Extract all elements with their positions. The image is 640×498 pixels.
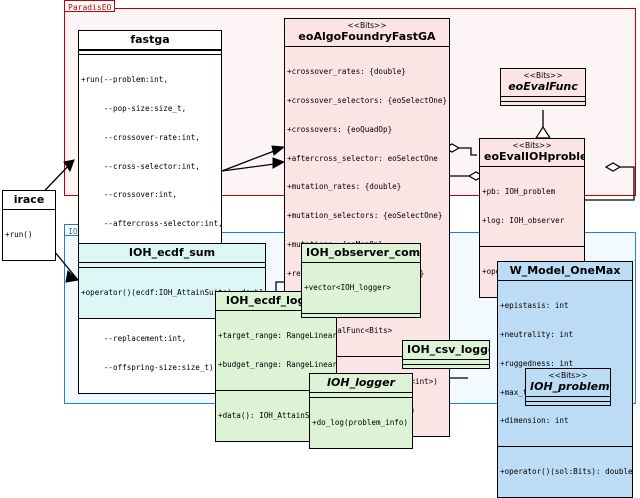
class-ioh-ecdf-sum-header: IOH_ecdf_sum bbox=[79, 244, 265, 263]
arrowhead-irace-ecdfsum bbox=[65, 270, 80, 283]
class-ioh-csv-logger-attributes bbox=[403, 360, 489, 364]
attribute: +target_range: RangeLinear bbox=[218, 331, 337, 341]
class-w-model-onemax-header: W_Model_OneMax bbox=[498, 262, 632, 281]
attribute: +crossovers: {eoQuadOp} bbox=[287, 124, 393, 134]
operation: --crossover-rate:int, bbox=[81, 132, 200, 142]
class-eoevalfunc[interactable]: <<Bits>> eoEvalFunc bbox=[500, 68, 586, 106]
class-ioh-ecdf-sum-attributes bbox=[79, 263, 265, 267]
operation: --cross-selector:int, bbox=[81, 161, 200, 171]
class-ioh-ecdf-sum-name: IOH_ecdf_sum bbox=[128, 246, 216, 259]
class-fastga-operations: +run(--problem:int, --pop-size:size_t, -… bbox=[79, 54, 221, 393]
class-eoevalfunc-header: <<Bits>> eoEvalFunc bbox=[501, 69, 585, 97]
attribute: +dimension: int bbox=[500, 416, 569, 426]
diamond-evalioh-wmodel bbox=[604, 162, 622, 172]
class-irace-operations: +run() bbox=[3, 210, 55, 260]
class-fastga-header: fastga bbox=[79, 31, 221, 50]
class-eoevaliohproblem-attributes: +pb: IOH_problem +log: IOH_observer bbox=[480, 167, 584, 246]
operation: --aftercross-selector:int, bbox=[81, 219, 222, 229]
attribute: +epistasis: int bbox=[500, 301, 569, 311]
attribute: +crossover_selectors: {eoSelectOne} bbox=[287, 95, 448, 105]
class-ioh-logger-attributes bbox=[310, 393, 412, 397]
operation: --crossover:int, bbox=[81, 190, 178, 200]
class-ioh-problem-stereotype: <<Bits>> bbox=[548, 371, 588, 380]
attribute: +ruggedness: int bbox=[500, 358, 574, 368]
class-eoevalfunc-name: eoEvalFunc bbox=[508, 80, 578, 93]
class-eoevalfunc-attributes bbox=[501, 97, 585, 101]
attribute: +crossover_rates: {double} bbox=[287, 67, 406, 77]
class-ioh-observer-combine-header: IOH_observer_combine bbox=[302, 244, 420, 263]
attribute: +neutrality: int bbox=[500, 329, 574, 339]
operation: +do_log(problem_info) bbox=[312, 418, 409, 428]
attribute: +pb: IOH_problem bbox=[482, 187, 556, 197]
attribute: +log: IOH_observer bbox=[482, 215, 565, 225]
arrowhead-generalization-evalfunc bbox=[534, 125, 552, 139]
attribute: +budget_range: RangeLinear bbox=[218, 359, 337, 369]
class-eoevaliohproblem-name: eoEvalIOHproblem bbox=[484, 150, 584, 163]
wire-foundry-evalioh bbox=[459, 147, 477, 156]
class-ioh-observer-combine[interactable]: IOH_observer_combine +vector<IOH_logger> bbox=[301, 243, 421, 318]
class-irace-header: irace bbox=[3, 191, 55, 210]
wire-fastga-run bbox=[221, 162, 283, 172]
class-eoevaliohproblem-stereotype: <<Bits>> bbox=[512, 141, 552, 150]
class-ioh-observer-combine-operations bbox=[302, 312, 420, 317]
class-ioh-csv-logger-header: IOH_csv_logger bbox=[403, 341, 489, 360]
class-ioh-logger-header: IOH_logger bbox=[310, 374, 412, 393]
class-irace[interactable]: irace +run() bbox=[2, 190, 56, 261]
class-eoalgofoundryfastga-header: <<Bits>> eoAlgoFoundryFastGA bbox=[285, 19, 449, 47]
class-ioh-observer-combine-name: IOH_observer_combine bbox=[306, 246, 421, 259]
class-ioh-problem-operations bbox=[526, 401, 610, 405]
class-ioh-problem[interactable]: <<Bits>> IOH_problem bbox=[525, 368, 611, 406]
package-paradiseo-label: ParadisEO bbox=[64, 0, 116, 12]
arrowhead-fastga-select bbox=[271, 145, 286, 156]
class-ioh-csv-logger[interactable]: IOH_csv_logger bbox=[402, 340, 490, 369]
class-eoalgofoundryfastga-stereotype: <<Bits>> bbox=[347, 21, 387, 30]
class-fastga-attributes bbox=[79, 50, 221, 54]
class-w-model-onemax-operations: +operator()(sol:Bits): double bbox=[498, 446, 633, 498]
class-ioh-ecdf-sum[interactable]: IOH_ecdf_sum +operator()(ecdf:IOH_Attain… bbox=[78, 243, 266, 319]
operation: --pop-size:size_t, bbox=[81, 103, 187, 113]
operation: +run() bbox=[5, 230, 33, 240]
class-w-model-onemax-attributes: +epistasis: int +neutrality: int +rugged… bbox=[498, 281, 632, 447]
class-ioh-problem-header: <<Bits>> IOH_problem bbox=[526, 369, 610, 397]
operation: +operator()(sol:Bits): double bbox=[500, 467, 633, 477]
class-ioh-logger-operations: +do_log(problem_info) bbox=[310, 397, 412, 448]
class-fastga-name: fastga bbox=[130, 33, 170, 46]
attribute: +mutation_rates: {double} bbox=[287, 182, 402, 192]
class-eoevalfunc-operations bbox=[501, 101, 585, 105]
class-ioh-csv-logger-operations bbox=[403, 364, 489, 368]
operation: --offspring-size:size_t) bbox=[81, 363, 214, 372]
class-ioh-logger-name: IOH_logger bbox=[326, 376, 396, 389]
attribute: +mutation_selectors: {eoSelectOne} bbox=[287, 211, 443, 221]
class-eoalgofoundryfastga-name: eoAlgoFoundryFastGA bbox=[298, 30, 436, 43]
class-ioh-observer-combine-attributes: +vector<IOH_logger> bbox=[302, 263, 420, 313]
class-ioh-problem-attributes bbox=[526, 397, 610, 401]
arrowhead-fastga-run bbox=[272, 157, 286, 169]
class-ioh-problem-name: IOH_problem bbox=[530, 380, 610, 393]
class-ioh-csv-logger-name: IOH_csv_logger bbox=[407, 343, 489, 356]
operation: +run(--problem:int, bbox=[81, 75, 168, 85]
wire-fastga-select bbox=[221, 147, 283, 172]
attribute: +vector<IOH_logger> bbox=[304, 283, 391, 293]
arrowhead-irace-fastga bbox=[63, 159, 75, 173]
class-w-model-onemax-name: W_Model_OneMax bbox=[509, 264, 621, 277]
attribute: +aftercross_selector: eoSelectOne bbox=[287, 153, 438, 163]
class-ioh-ecdf-logger-attributes: +target_range: RangeLinear +budget_range… bbox=[216, 311, 336, 390]
class-fastga[interactable]: fastga +run(--problem:int, --pop-size:si… bbox=[78, 30, 222, 394]
operation: --replacement:int, bbox=[81, 334, 187, 344]
class-eoevalfunc-stereotype: <<Bits>> bbox=[523, 71, 563, 80]
class-eoevaliohproblem-header: <<Bits>> eoEvalIOHproblem bbox=[480, 139, 584, 167]
class-irace-name: irace bbox=[13, 193, 45, 206]
